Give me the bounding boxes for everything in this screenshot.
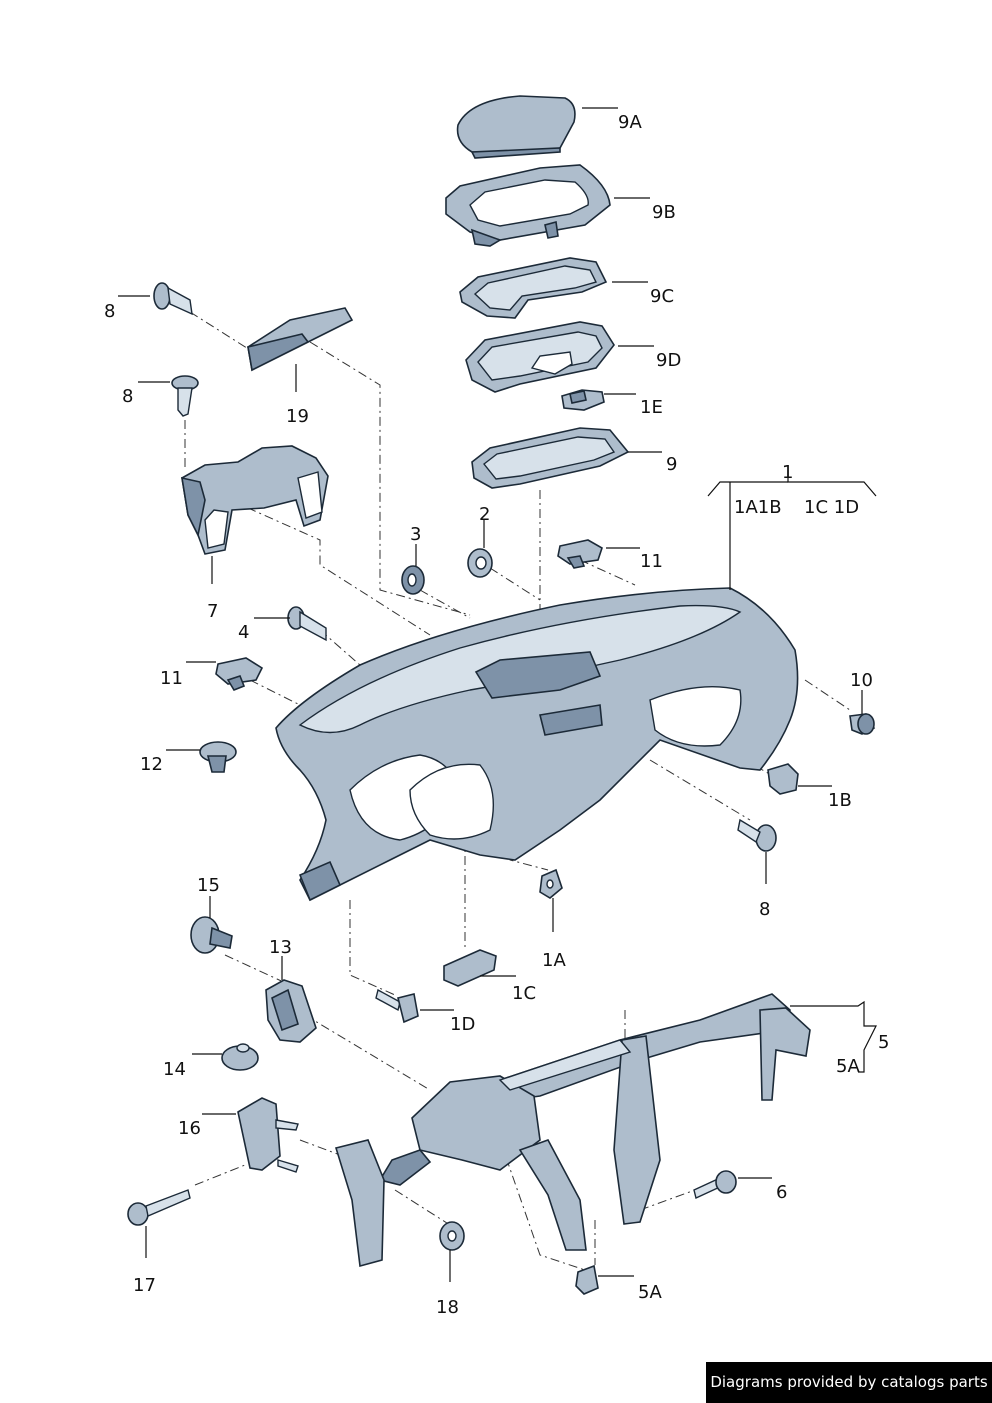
part-19-vent	[247, 307, 354, 372]
label-1d: 1D	[450, 1014, 475, 1035]
part-6-bolt	[693, 1170, 737, 1199]
label-1: 1	[782, 462, 793, 483]
part-11-clip-top	[557, 539, 603, 569]
label-10: 10	[850, 670, 873, 691]
label-11-top: 11	[640, 551, 663, 572]
label-14: 14	[163, 1059, 186, 1080]
label-1a: 1A	[542, 950, 566, 971]
label-4: 4	[238, 622, 249, 643]
attribution-banner: Diagrams provided by catalogs parts	[706, 1362, 992, 1403]
part-8-screw-right	[737, 818, 777, 852]
part-9a-cover	[456, 95, 576, 159]
part-8-screw-middle	[171, 375, 199, 417]
label-5a-right: 5A	[836, 1056, 860, 1077]
part-9d-housing	[465, 321, 615, 393]
part-3-grommet	[401, 565, 425, 595]
part-1a-nut	[539, 868, 563, 899]
label-6: 6	[776, 1182, 787, 1203]
label-19: 19	[286, 406, 309, 427]
label-2: 2	[479, 504, 490, 525]
label-8-middle: 8	[122, 386, 133, 407]
part-9b-frame	[445, 164, 611, 247]
label-18: 18	[436, 1297, 459, 1318]
label-8-top: 8	[104, 301, 115, 322]
part-5a-bracket	[575, 1264, 599, 1295]
label-9d: 9D	[656, 350, 681, 371]
label-1c: 1C	[512, 983, 536, 1004]
label-9: 9	[666, 454, 677, 475]
part-17-bolt	[127, 1189, 191, 1226]
part-1e-clip	[561, 389, 605, 411]
label-9a: 9A	[618, 112, 642, 133]
label-15: 15	[197, 875, 220, 896]
part-18-nut	[439, 1221, 465, 1251]
part-1d-pin	[375, 988, 419, 1024]
part-9c-grille	[459, 257, 608, 319]
label-11-left: 11	[160, 668, 183, 689]
label-9c: 9C	[650, 286, 674, 307]
label-1e: 1E	[640, 397, 663, 418]
part-1-dashboard	[275, 587, 799, 902]
part-1c-bracket	[443, 949, 497, 987]
part-12-clip	[199, 741, 237, 773]
part-15-grommet	[190, 916, 233, 954]
label-5: 5	[878, 1032, 889, 1053]
label-1a1b: 1A1B	[734, 497, 782, 518]
label-17: 17	[133, 1275, 156, 1296]
callout-labels: 9A 9B 9C 9D 1E 9 8 8 19 7 3 2 11 1 1A1B …	[104, 112, 889, 1318]
part-2-grommet	[467, 548, 493, 578]
part-4-screw	[287, 606, 327, 642]
label-5a-bottom: 5A	[638, 1282, 662, 1303]
part-14-buffer	[221, 1043, 259, 1071]
part-8-screw-top	[153, 282, 193, 316]
leader-lines	[118, 107, 877, 1282]
part-16-bracket	[237, 1097, 299, 1173]
label-8-right: 8	[759, 899, 770, 920]
part-5-cross-member	[334, 993, 811, 1268]
label-13: 13	[269, 937, 292, 958]
part-7-column-cover	[181, 445, 329, 555]
label-9b: 9B	[652, 202, 676, 223]
part-1b-bracket	[767, 763, 799, 795]
label-16: 16	[178, 1118, 201, 1139]
part-9-grille	[471, 427, 630, 489]
label-12: 12	[140, 754, 163, 775]
part-10-plug	[849, 713, 876, 735]
part-11-clip-left	[215, 657, 264, 691]
part-13-bracket	[265, 979, 317, 1043]
label-7: 7	[207, 601, 218, 622]
label-1c1d: 1C 1D	[804, 497, 859, 518]
label-1b: 1B	[828, 790, 852, 811]
label-3: 3	[410, 524, 421, 545]
